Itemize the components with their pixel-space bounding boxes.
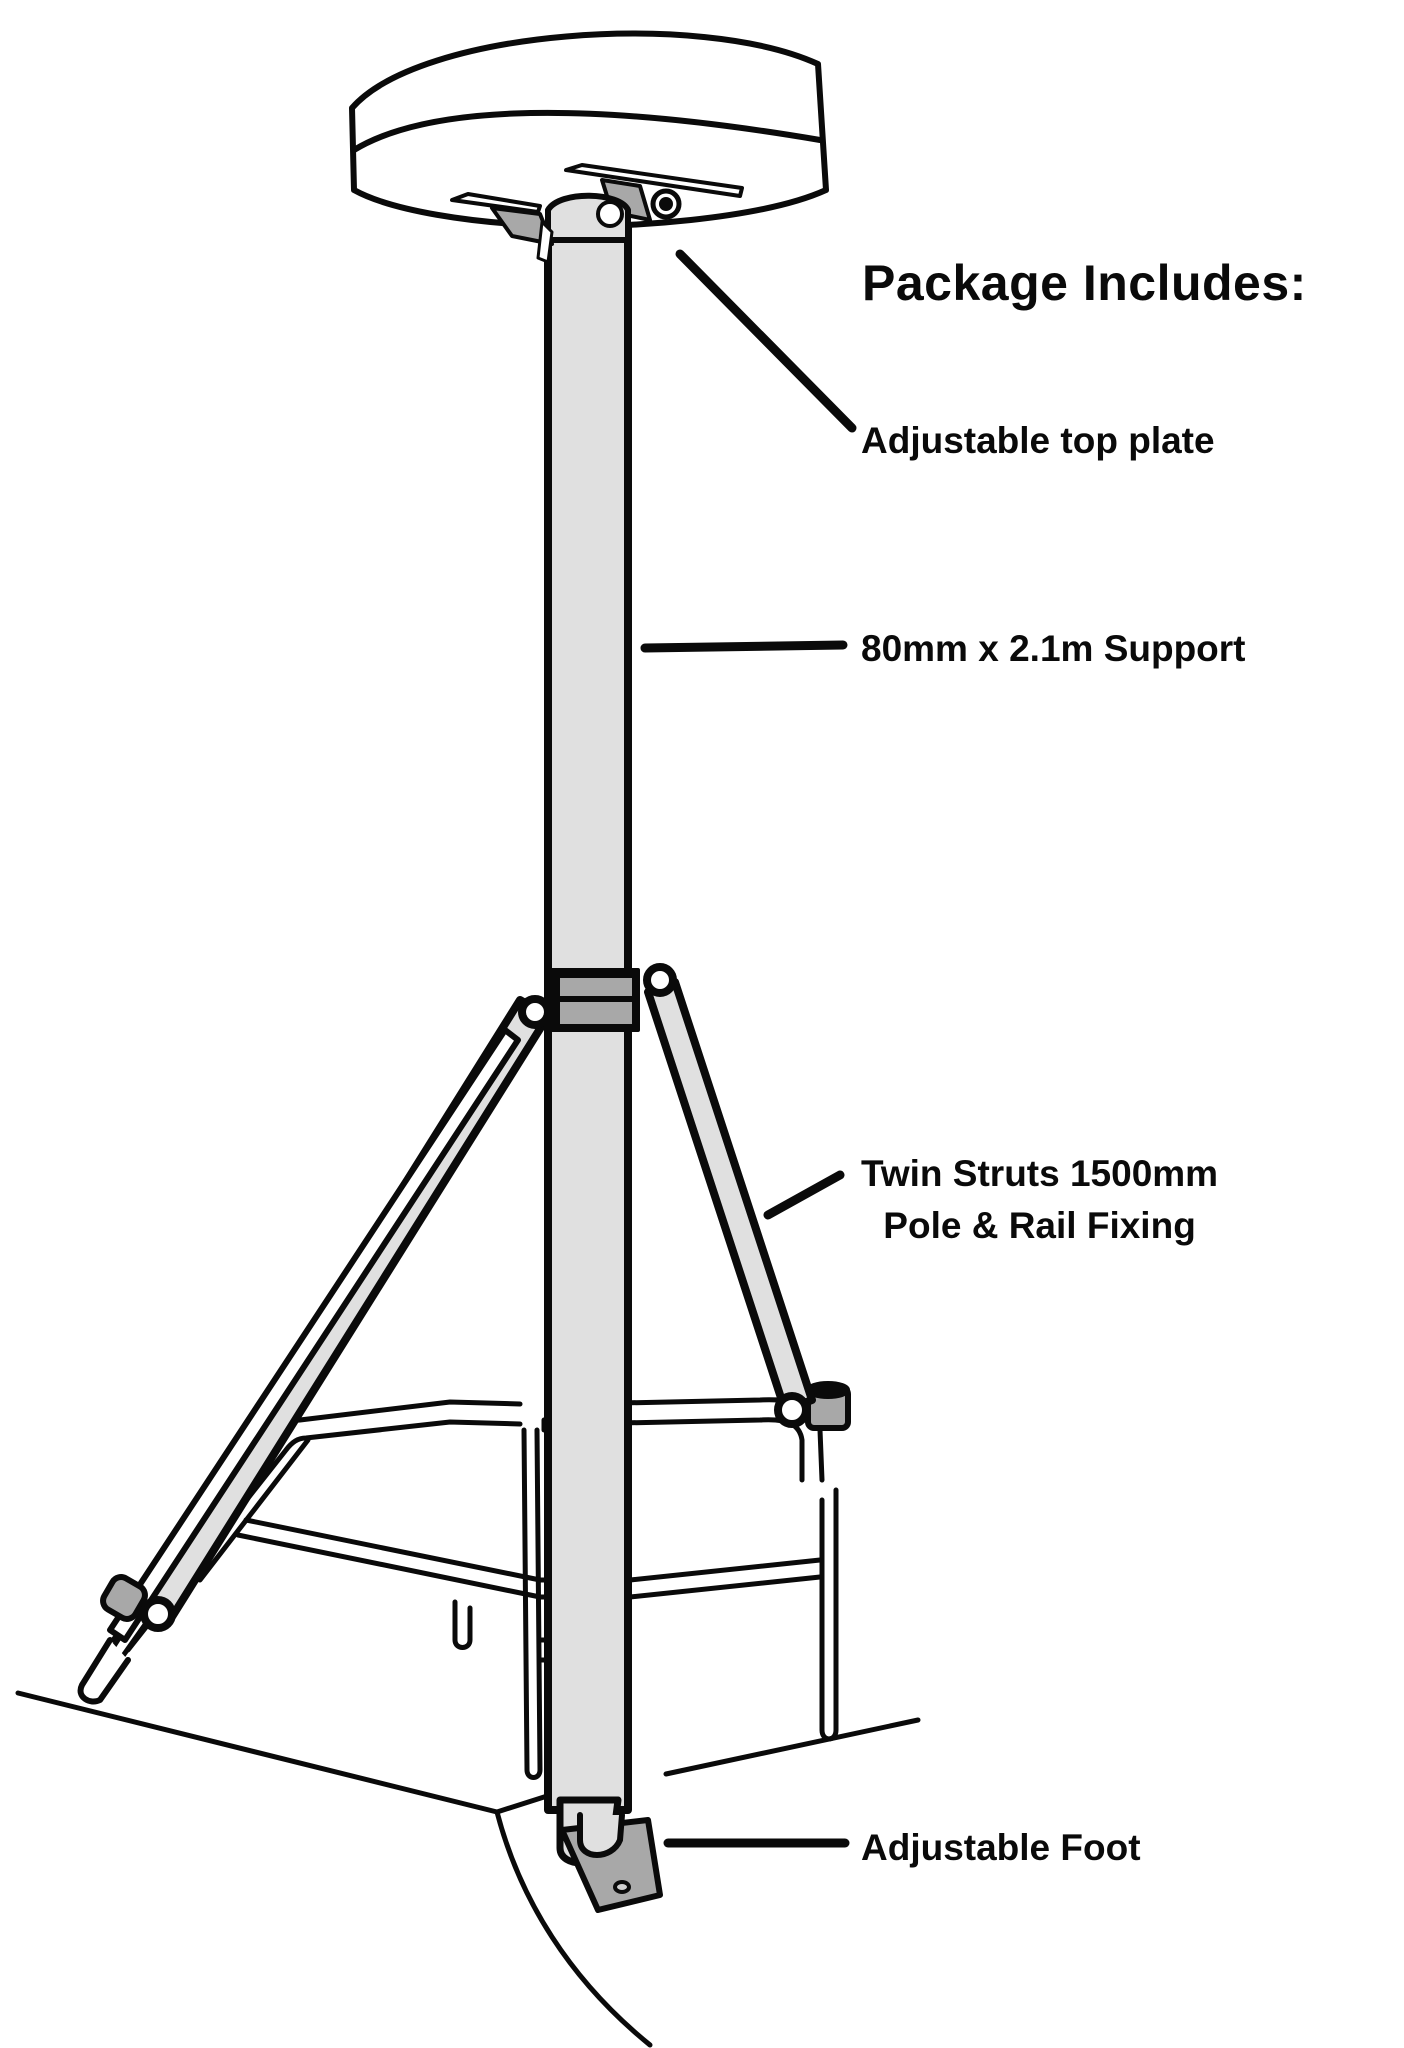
right-strut-rail-clamp [805,1381,851,1431]
package-includes-title: Package Includes: [862,255,1307,311]
label-twin-struts: Twin Struts 1500mm Pole & Rail Fixing [861,1148,1218,1252]
radar-dome [349,30,829,230]
boat-deck-lines [15,1690,921,2048]
label-adjustable-top-plate: Adjustable top plate [861,420,1215,461]
support-pole [544,206,632,1867]
right-strut [644,978,845,1428]
label-twin-struts-line1: Twin Struts 1500mm [861,1153,1219,1194]
label-adjustable-foot: Adjustable Foot [861,1827,1141,1868]
adjustable-foot [559,1812,850,1913]
support-callout-line [640,640,848,653]
label-twin-struts-line2: Pole & Rail Fixing [883,1205,1196,1246]
boat-rail [102,1397,839,1780]
left-strut [77,996,552,1705]
label-support-pole: 80mm x 2.1m Support [861,628,1246,669]
strut-collar-clamp [518,963,677,1032]
adjustable-top-plate [450,163,857,433]
